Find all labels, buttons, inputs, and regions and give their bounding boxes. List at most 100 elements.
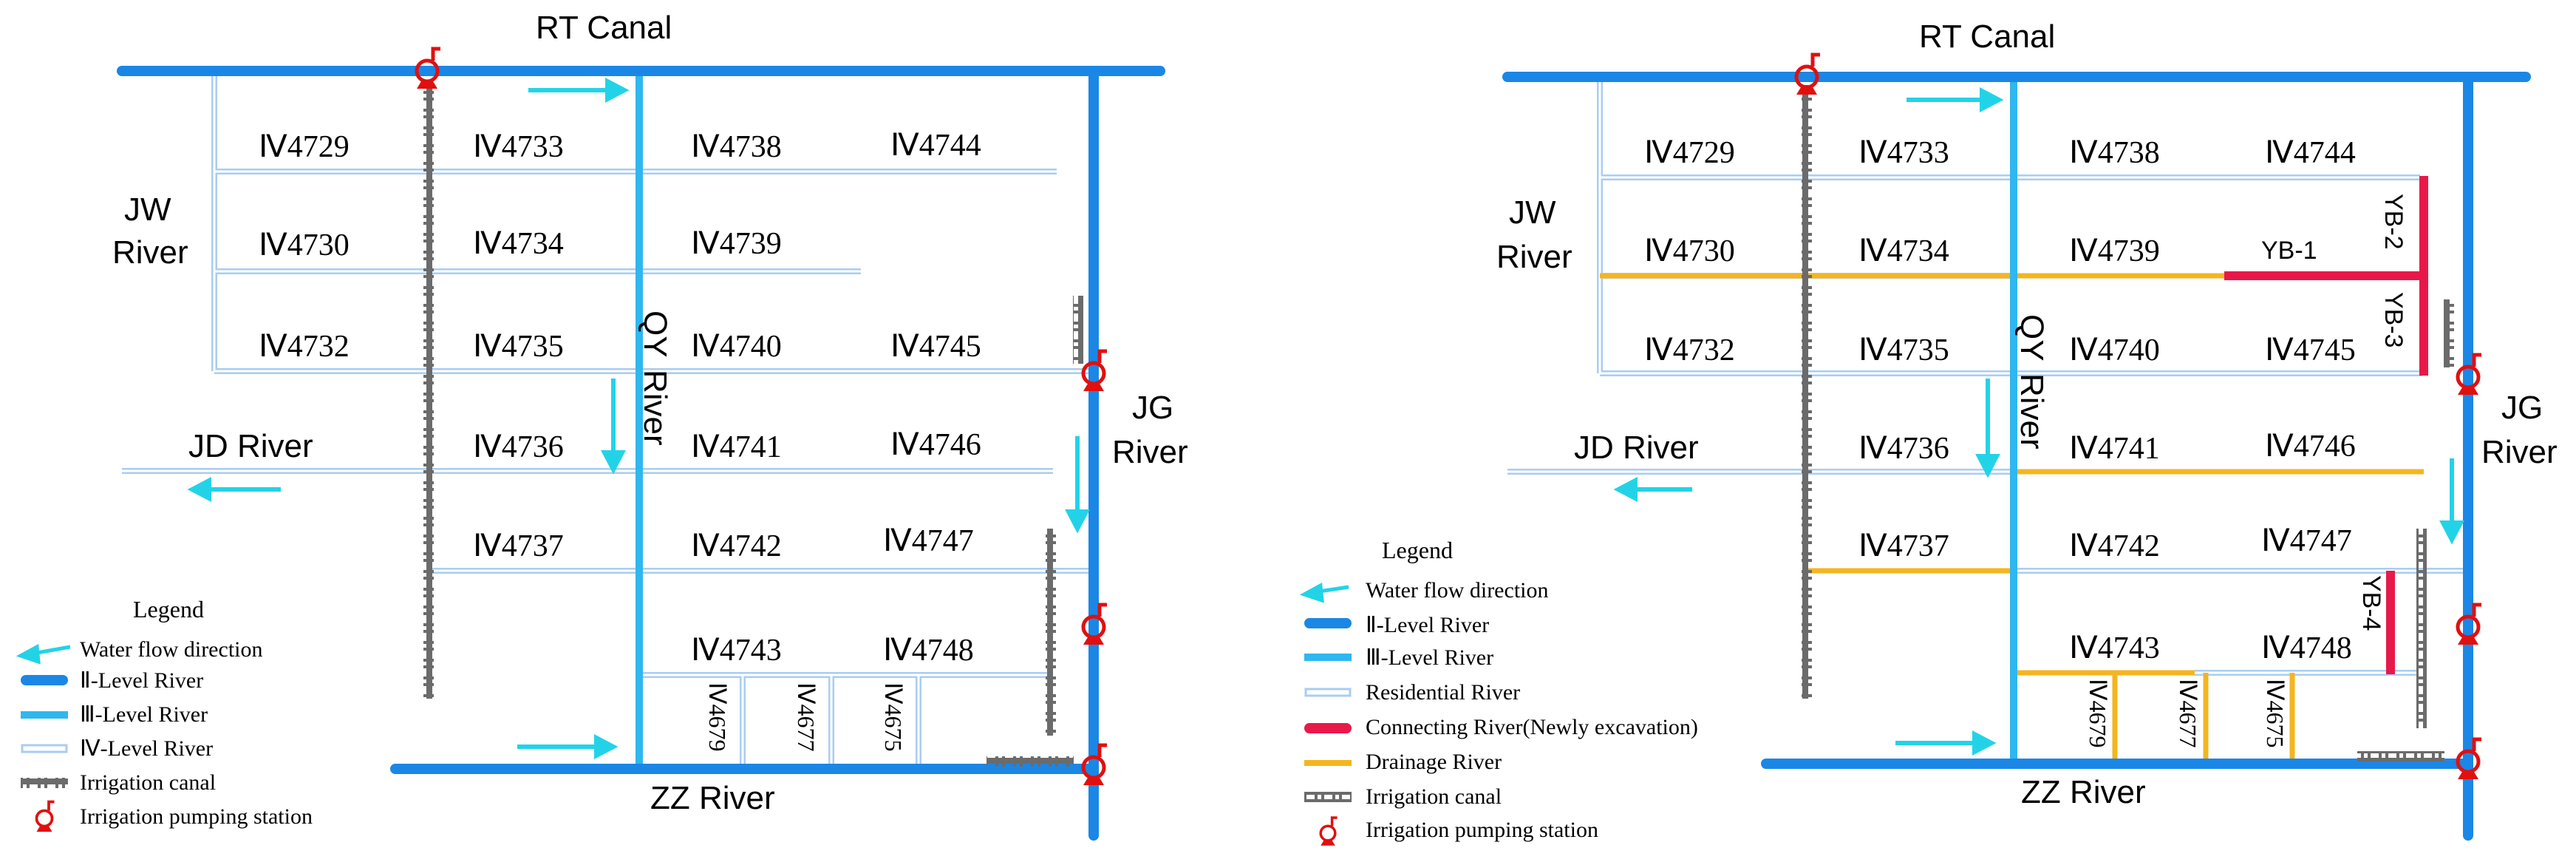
plot-label: Ⅳ4741 xyxy=(691,430,782,464)
plot-label-vertical: Ⅳ4675 xyxy=(2262,679,2289,748)
plot-label: Ⅳ4747 xyxy=(2261,524,2352,558)
left-legend-item: Irrigation pumping station xyxy=(80,804,313,829)
plot-label: Ⅳ4738 xyxy=(691,130,782,164)
left-jw-river-label-1: JW xyxy=(124,191,171,228)
legend-canal-symbol xyxy=(21,778,68,788)
plot-label: Ⅳ4730 xyxy=(259,228,350,262)
plot-label: Ⅳ4742 xyxy=(691,529,782,563)
plot-label-vertical: Ⅳ4679 xyxy=(2085,679,2111,748)
left-legend-item: Ⅱ-Level River xyxy=(80,668,203,693)
legend-drainage-symbol xyxy=(1304,760,1352,766)
plot-label: Ⅳ4732 xyxy=(1644,333,1735,367)
right-qy-river-label-1: QY xyxy=(2014,314,2050,362)
plot-label: Ⅳ4746 xyxy=(890,428,981,462)
right-legend-item: Water flow direction xyxy=(1366,578,1549,603)
left-legend-item: Water flow direction xyxy=(80,637,263,662)
plot-label: Ⅳ4735 xyxy=(473,330,564,364)
left-panel: RT Canal JW River JD River QY River JG R… xyxy=(16,10,1188,841)
plot-label: Ⅳ4733 xyxy=(1858,136,1949,170)
legend-flow-arrow-symbol xyxy=(16,644,71,665)
right-jg-river-label-1: JG xyxy=(2501,390,2543,426)
plot-label: Ⅳ4736 xyxy=(473,430,564,464)
plot-label-vertical: Ⅳ4677 xyxy=(793,682,820,752)
left-flow-arrows xyxy=(187,78,1090,759)
right-irrigation-canal-zz xyxy=(2357,751,2444,761)
plot-label: Ⅳ4742 xyxy=(2069,529,2160,563)
left-irrigation-canal-jg-lower xyxy=(1046,529,1056,736)
plot-label: Ⅳ4734 xyxy=(473,227,564,261)
right-legend-item: Residential River xyxy=(1366,680,1520,705)
right-jg-river-label-2: River xyxy=(2481,434,2558,470)
right-qy-river-label-2: River xyxy=(2014,373,2050,450)
legend-level4-symbol xyxy=(21,744,68,753)
right-irrigation-canal-jg-upper xyxy=(2444,299,2454,367)
yb-label: YB-1 xyxy=(2261,237,2317,265)
plot-label: Ⅳ4739 xyxy=(2069,234,2160,268)
plot-label: Ⅳ4747 xyxy=(883,524,974,558)
plot-label: Ⅳ4744 xyxy=(890,129,981,163)
right-irrigation-canal-jg-lower xyxy=(2416,529,2427,728)
plot-label: Ⅳ4745 xyxy=(890,330,981,364)
right-jd-river-label: JD River xyxy=(1574,430,1699,466)
plot-label: Ⅳ4746 xyxy=(2265,430,2356,464)
plot-label: Ⅳ4734 xyxy=(1858,234,1949,268)
plot-label: Ⅳ4735 xyxy=(1858,333,1949,367)
right-zz-river-label: ZZ River xyxy=(2021,774,2146,810)
plot-label: Ⅳ4741 xyxy=(2069,432,2160,466)
left-jd-river-label: JD River xyxy=(188,428,313,464)
left-legend-item: Ⅳ-Level River xyxy=(80,736,213,761)
left-zz-river-label: ZZ River xyxy=(650,780,775,816)
right-rt-canal-label: RT Canal xyxy=(1919,18,2055,55)
right-legend-item: Irrigation canal xyxy=(1366,784,1502,809)
right-legend-item: Ⅱ-Level River xyxy=(1366,613,1489,637)
plot-label: Ⅳ4738 xyxy=(2069,136,2160,170)
legend-pumping-station-symbol xyxy=(35,800,56,833)
left-jw-river-label-2: River xyxy=(112,234,188,271)
right-jw-river-label-1: JW xyxy=(1509,194,1556,231)
left-level2-rivers xyxy=(117,66,1165,841)
right-connecting-rivers xyxy=(2224,176,2428,674)
left-jg-river-label-1: JG xyxy=(1132,390,1173,426)
left-legend: Legend Water flow direction Ⅱ-Level Rive… xyxy=(16,596,313,833)
plot-label: Ⅳ4739 xyxy=(691,227,782,261)
legend-level3-symbol xyxy=(1304,654,1352,661)
right-legend-item: Irrigation pumping station xyxy=(1366,818,1598,842)
right-legend-item: Connecting River(Newly excavation) xyxy=(1366,715,1698,739)
right-drainage-rivers xyxy=(1600,273,2424,764)
left-irrigation-canal-main xyxy=(423,85,434,699)
right-legend-title: Legend xyxy=(1382,537,1453,563)
plot-label: Ⅳ4748 xyxy=(2261,631,2352,665)
plot-label: Ⅳ4732 xyxy=(259,330,350,364)
right-panel: RT Canal JW River JD River QY River JG R… xyxy=(1299,18,2558,847)
plot-label-vertical: Ⅳ4679 xyxy=(704,682,731,752)
legend-canal-symbol xyxy=(1304,792,1352,802)
left-plot-labels: Ⅳ4729 Ⅳ4733 Ⅳ4738 Ⅳ4744 Ⅳ4730 Ⅳ4734 Ⅳ473… xyxy=(259,129,981,752)
right-legend-item: Ⅲ-Level River xyxy=(1366,645,1493,670)
legend-pumping-station-symbol xyxy=(1319,816,1339,847)
left-legend-title: Legend xyxy=(133,596,204,623)
right-legend-item: Drainage River xyxy=(1366,750,1502,774)
legend-level2-symbol xyxy=(1304,618,1352,628)
plot-label-vertical: Ⅳ4677 xyxy=(2175,679,2201,748)
right-flow-arrows xyxy=(1613,87,2464,756)
right-level2-rivers xyxy=(1502,72,2531,841)
plot-label: Ⅳ4737 xyxy=(473,529,564,563)
left-irrigation-canal-jg-upper xyxy=(1073,296,1083,364)
yb-label: YB-3 xyxy=(2379,292,2408,348)
plot-label: Ⅳ4743 xyxy=(2069,631,2160,665)
legend-level2-symbol xyxy=(21,675,68,685)
right-plot-labels: Ⅳ4729 Ⅳ4733 Ⅳ4738 Ⅳ4744 Ⅳ4730 Ⅳ4734 Ⅳ473… xyxy=(1644,136,2356,748)
left-legend-item: Irrigation canal xyxy=(80,770,216,795)
plot-label: Ⅳ4730 xyxy=(1644,234,1735,268)
plot-label: Ⅳ4729 xyxy=(259,130,350,164)
plot-label: Ⅳ4736 xyxy=(1858,432,1949,466)
legend-residential-symbol xyxy=(1304,688,1352,697)
left-irrigation-canal-zz xyxy=(987,756,1074,767)
right-legend: Legend Water flow direction Ⅱ-Level Rive… xyxy=(1299,537,1698,847)
plot-label: Ⅳ4729 xyxy=(1644,136,1735,170)
plot-label: Ⅳ4733 xyxy=(473,130,564,164)
yb-label: YB-2 xyxy=(2379,194,2408,250)
left-qy-river-label-2: River xyxy=(637,370,673,446)
left-rt-canal-label: RT Canal xyxy=(536,10,672,46)
